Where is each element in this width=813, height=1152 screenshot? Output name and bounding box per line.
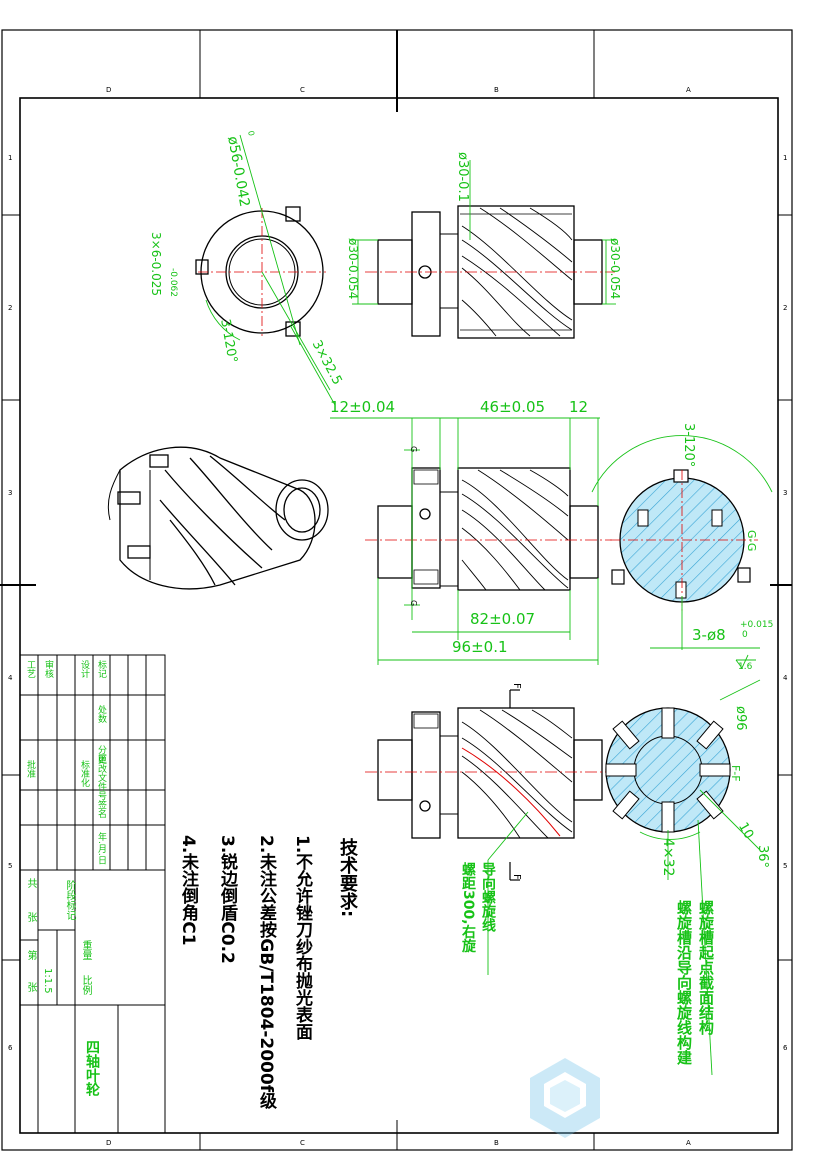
tech-req-item-1: 1.不允许锉刀纱布抛光表面: [292, 835, 312, 1041]
groove-build-note: 螺旋槽沿导向螺旋线构建: [675, 900, 693, 1065]
doc-label: 更改文件号: [96, 755, 106, 800]
inner-frame: [19, 97, 779, 1134]
review-label: 审核: [43, 660, 53, 678]
weight-label: 重量: [80, 940, 91, 960]
approve-label: 批准: [25, 760, 35, 778]
side-view-middle: [377, 467, 599, 591]
dim-top-keys: 3×6-0.025: [149, 232, 163, 297]
section-gg-mark-top: G: [409, 446, 418, 453]
scale-label: 比例: [80, 975, 91, 995]
section-ff-markers: [509, 689, 520, 881]
side-view-top-dims: [352, 160, 616, 305]
iso-view: [107, 446, 329, 590]
zone-right-4: 4: [783, 674, 788, 682]
dim-bottom-diameter: ø96: [733, 706, 748, 731]
tech-req-item-2: 2.未注公差按GB/T1804-2000f级: [256, 835, 276, 1110]
design-label: 设计: [79, 660, 89, 678]
total-label: 共: [25, 878, 36, 888]
part-name: 四轴叶轮: [84, 1040, 100, 1096]
tech-req-item-3: 3.锐边倒盾C0.2: [217, 835, 237, 964]
side-view-top-helix: [461, 207, 573, 337]
sign-label: 签名: [96, 800, 106, 818]
zone-right-1: 1: [783, 154, 787, 162]
count-label: 处数: [96, 705, 106, 723]
helix-leaders: [487, 811, 529, 975]
zone-labels: D C B A 1 2 3 4 5 6 1 2 3 4 5 6 D C B A: [8, 86, 788, 1147]
section-gg-dims: [591, 435, 773, 669]
dim-side-top: ø30-0.1: [455, 152, 470, 202]
zone-left-1: 1: [8, 154, 12, 162]
dim-side-right: ø30-0.054: [608, 238, 622, 300]
dim-section-holes-tol: +0.015: [740, 620, 774, 630]
zone-right-3: 3: [783, 489, 787, 497]
end-view-flange: [195, 206, 326, 337]
zone-left-4: 4: [8, 674, 13, 682]
title-block: [19, 654, 166, 1134]
stage-mark-label: 阶段标记: [64, 880, 75, 920]
zone-right-2: 2: [783, 304, 787, 312]
dim-section-holes: 3-ø8: [692, 626, 726, 644]
roughness-value: 1.6: [738, 662, 753, 672]
zone-left-3: 3: [8, 489, 12, 497]
groove-start-note: 螺旋槽起点截面结构: [697, 900, 715, 1035]
tech-req-heading: 技术要求:: [337, 838, 358, 918]
sheet-label: 第: [25, 950, 36, 960]
dim-bottom-36: 36°: [755, 845, 770, 869]
zone-bottom-3: B: [494, 1139, 499, 1147]
zone-bottom-1: D: [106, 1139, 111, 1147]
dim-len-96: 96±0.1: [452, 638, 508, 656]
watermark-logo: [530, 1058, 600, 1138]
zone-right-6: 6: [783, 1044, 788, 1052]
dim-len-flange: 12±0.04: [330, 398, 396, 416]
zone-top-4: A: [686, 86, 691, 94]
side-view-bottom-helix: [461, 709, 573, 839]
std-label: 标准化: [79, 760, 89, 787]
date-label: 年.月.日: [96, 832, 106, 865]
frame-zone-lines: [0, 30, 792, 1150]
dim-section-angle: 3-120°: [681, 423, 696, 468]
guide-helix-red: [461, 747, 561, 837]
side-view-middle-dims: [330, 417, 600, 665]
tech-req-item-4: 4.未注倒角C1: [178, 835, 198, 946]
zone-top-3: B: [494, 86, 499, 94]
section-ff-dims: [639, 679, 761, 1076]
scale-value: 1:1.5: [42, 968, 53, 994]
dim-len-12: 12: [569, 398, 589, 416]
section-ff-mark-top: F: [511, 683, 522, 689]
side-view-middle-helix: [461, 469, 569, 591]
dim-section-holes-tol0: 0: [742, 630, 748, 640]
zone-label: 分区: [96, 745, 106, 763]
helix-pitch-note: 螺距300,右旋: [460, 862, 476, 953]
zone-left-5: 5: [8, 862, 12, 870]
section-ff-label: F-F: [729, 765, 742, 782]
section-ff: [605, 707, 731, 833]
zone-right-5: 5: [783, 862, 787, 870]
section-gg: [610, 469, 758, 612]
section-gg-label: G-G: [745, 530, 758, 552]
dim-top-keys-lower: -0.062: [168, 268, 178, 298]
section-ff-mark-bottom: F: [511, 874, 522, 880]
helix-guide-note: 导向螺旋线: [480, 862, 496, 932]
dim-bottom-4x32: 4×32: [660, 838, 676, 877]
zone-top-1: D: [106, 86, 111, 94]
zone-bottom-2: C: [300, 1139, 305, 1147]
dim-side-left: ø30-0.054: [346, 238, 360, 300]
process-label: 工艺: [25, 660, 35, 678]
side-view-bottom: [377, 707, 603, 839]
zone-left-2: 2: [8, 304, 12, 312]
rev-label: 标记: [96, 660, 106, 678]
end-view-dims: [205, 134, 336, 406]
zone-left-6: 6: [8, 1044, 13, 1052]
zone-bottom-4: A: [686, 1139, 691, 1147]
dim-len-body: 46±0.05: [480, 398, 546, 416]
section-gg-mark-bottom: G: [409, 600, 418, 607]
zone-top-2: C: [300, 86, 305, 94]
sheets-label: 张: [25, 912, 36, 922]
sheet-label-2: 张: [25, 982, 36, 992]
dim-len-82: 82±0.07: [470, 610, 536, 628]
